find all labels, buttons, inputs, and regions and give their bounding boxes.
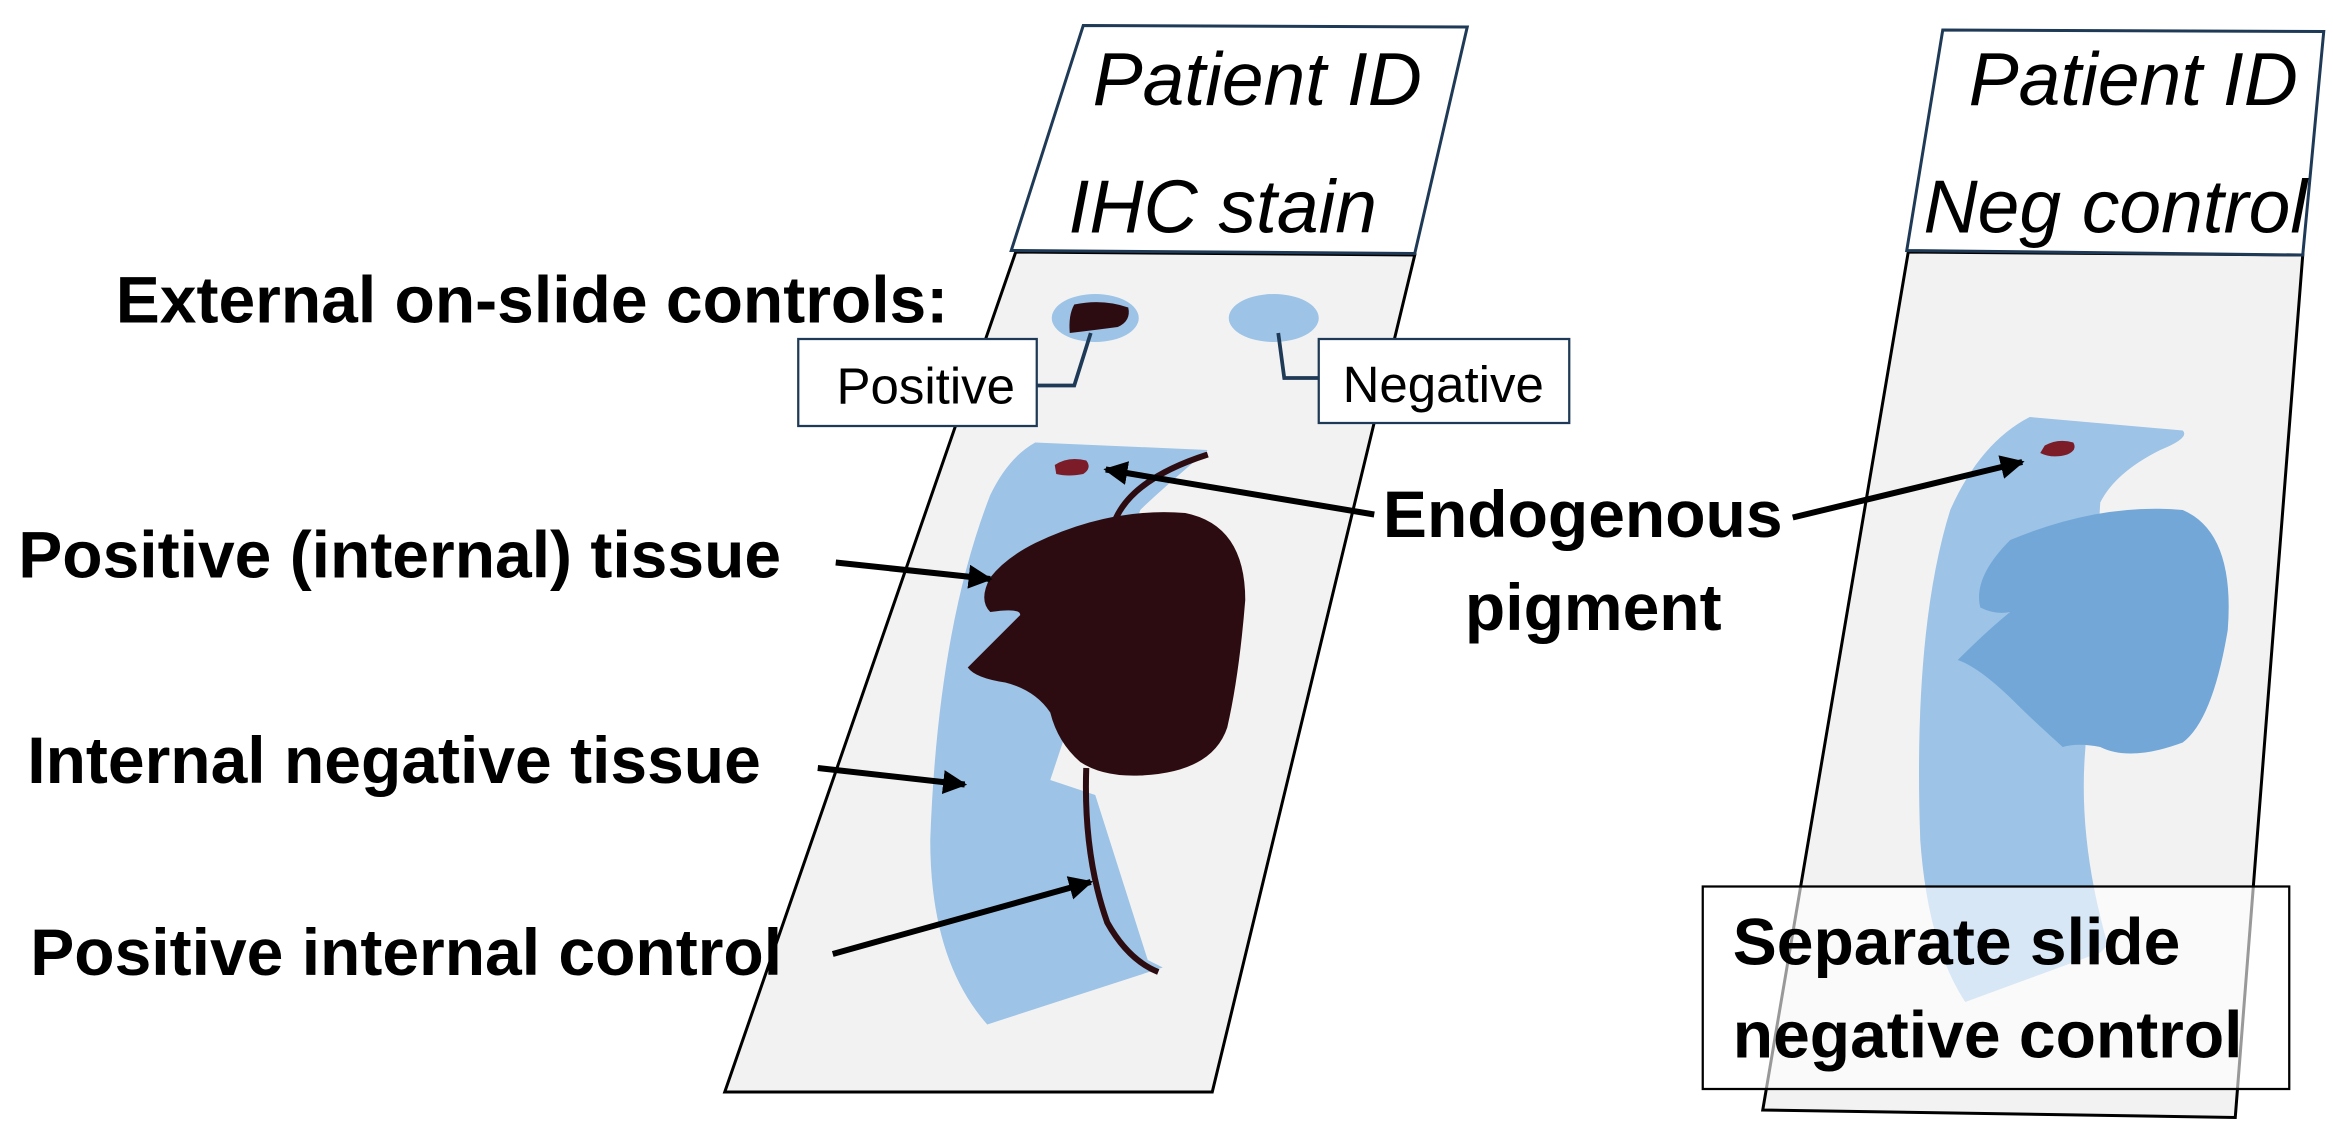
negative-tissue-arrow bbox=[817, 765, 968, 795]
pigment-arrow-right bbox=[1792, 455, 2025, 521]
positive-label-box bbox=[797, 337, 1038, 428]
separate-slide-line1: Separate slide bbox=[1733, 905, 2181, 979]
negative-label: Negative bbox=[1343, 356, 1544, 413]
negative-leader-line bbox=[1276, 332, 1319, 380]
neg-control-slide: Patient ID Neg control Separate slide ne… bbox=[1701, 28, 2326, 1120]
internal-negative-tissue-label: Internal negative tissue bbox=[27, 723, 761, 797]
positive-label: Positive bbox=[836, 358, 1015, 415]
positive-internal-control-label: Positive internal control bbox=[30, 915, 782, 989]
negative-control-spot bbox=[1228, 294, 1319, 342]
endogenous-label-line1: Endogenous bbox=[1383, 477, 1783, 551]
slide-label-area bbox=[1009, 23, 1470, 256]
negative-label-box bbox=[1317, 337, 1571, 425]
internal-control-arrow bbox=[831, 876, 1094, 957]
tissue-mid bbox=[1957, 508, 2229, 754]
positive-leader-line bbox=[1036, 332, 1093, 388]
positive-internal-tissue bbox=[967, 512, 1246, 776]
endogenous-pigment-spot bbox=[2040, 440, 2075, 457]
separate-slide-line2: negative control bbox=[1733, 998, 2243, 1072]
positive-control-stain bbox=[1069, 302, 1129, 333]
separate-slide-box bbox=[1701, 885, 2291, 1091]
ihc-stain-slide: Patient ID IHC stain Positive Negative bbox=[722, 23, 1571, 1094]
slide-label-line1: Patient ID bbox=[1093, 37, 1422, 121]
slide-label-area bbox=[1904, 28, 2326, 257]
endogenous-pigment-spot bbox=[1054, 459, 1089, 476]
slide-label-line1: Patient ID bbox=[1969, 37, 2298, 121]
slide-label-line2: Neg control bbox=[1923, 165, 2309, 249]
positive-internal-tissue-label: Positive (internal) tissue bbox=[18, 518, 781, 592]
positive-tissue-arrow bbox=[835, 559, 993, 589]
external-controls-label: External on-slide controls: bbox=[116, 263, 948, 337]
pigment-arrow-left bbox=[1103, 461, 1375, 518]
positive-internal-control bbox=[1082, 767, 1160, 975]
endogenous-label-line2: pigment bbox=[1465, 570, 1722, 644]
slide-label-line2: IHC stain bbox=[1069, 165, 1377, 249]
vessel-upper bbox=[1110, 451, 1209, 527]
